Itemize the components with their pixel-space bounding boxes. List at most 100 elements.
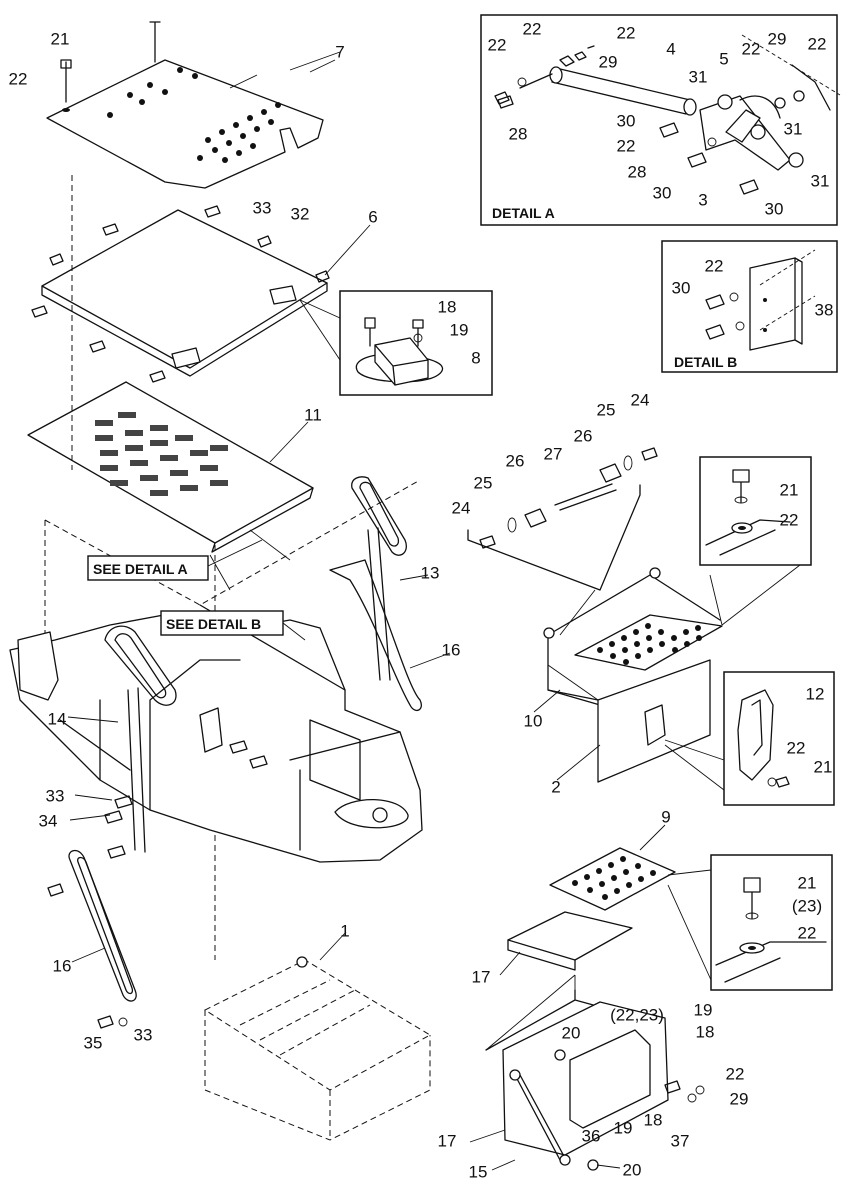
callout-label: 30 xyxy=(672,278,691,297)
callout-label: 34 xyxy=(39,811,58,830)
callout-label: 26 xyxy=(506,451,525,470)
inset-hinge-lower xyxy=(710,854,833,991)
callout-label: 35 xyxy=(84,1033,103,1052)
main-frame xyxy=(9,175,423,960)
callout-label: 31 xyxy=(784,119,803,138)
callout-label: 20 xyxy=(562,1023,581,1042)
callout-label: 15 xyxy=(469,1162,488,1181)
callout-label: 29 xyxy=(599,52,618,71)
callout-label: 19 xyxy=(450,320,469,339)
plate-7-holes xyxy=(107,67,281,163)
inset-item-8 xyxy=(339,290,493,396)
handle-13 xyxy=(351,476,407,681)
panel-9-holes xyxy=(572,856,656,900)
callout-label: 21 xyxy=(51,29,70,48)
inset-item-12 xyxy=(723,671,835,806)
plate-7 xyxy=(46,21,324,189)
callout-label: 21 xyxy=(798,873,817,892)
callout-label: 22 xyxy=(705,256,724,275)
callout-label: 28 xyxy=(628,162,647,181)
callout-label: 22 xyxy=(780,510,799,529)
callout-label: 20 xyxy=(623,1160,642,1179)
callout-label: 3 xyxy=(698,190,707,209)
step-10 xyxy=(543,567,723,706)
callout-label: 14 xyxy=(48,709,67,728)
callout-label: 28 xyxy=(509,124,528,143)
callout-label: 18 xyxy=(644,1110,663,1129)
callout-label: 16 xyxy=(442,640,461,659)
callout-label: 4 xyxy=(666,39,675,58)
see-detail-a-text: SEE DETAIL A xyxy=(93,561,188,577)
rail-16-left xyxy=(47,849,137,1029)
step-10-holes xyxy=(597,623,702,665)
callout-label: 19 xyxy=(694,1000,713,1019)
callout-label: 32 xyxy=(291,204,310,223)
callout-label: 18 xyxy=(438,297,457,316)
callout-label: 33 xyxy=(253,198,272,217)
pin-assembly xyxy=(467,447,658,591)
see-detail-a-label: SEE DETAIL A xyxy=(87,539,263,581)
callout-label: 25 xyxy=(597,400,616,419)
panel-9 xyxy=(549,847,676,911)
callout-label: (23) xyxy=(792,896,822,915)
callout-label: 29 xyxy=(730,1089,749,1108)
callout-label: 24 xyxy=(631,390,650,409)
battery-box-1 xyxy=(203,956,432,1141)
callout-label: 22 xyxy=(523,19,542,38)
callout-label: 30 xyxy=(617,111,636,130)
callout-label: 33 xyxy=(134,1025,153,1044)
callout-label: 25 xyxy=(474,473,493,492)
callout-label: 24 xyxy=(452,498,471,517)
callout-label: 22 xyxy=(742,39,761,58)
callout-label: 21 xyxy=(814,757,833,776)
callout-label: 22 xyxy=(787,738,806,757)
callout-label: 18 xyxy=(696,1022,715,1041)
callout-label: 17 xyxy=(472,967,491,986)
handle-14 xyxy=(104,625,177,859)
rail-16-right xyxy=(329,559,422,712)
callout-label: 22 xyxy=(726,1064,745,1083)
callout-label: 38 xyxy=(815,300,834,319)
callout-label: 13 xyxy=(421,563,440,582)
callout-label: 1 xyxy=(340,921,349,940)
callout-label: (22,23) xyxy=(610,1005,664,1024)
plate-6 xyxy=(31,205,330,383)
detail-a-title: DETAIL A xyxy=(492,205,555,221)
callout-label: 17 xyxy=(438,1131,457,1150)
callout-label: 19 xyxy=(614,1118,633,1137)
callout-label: 22 xyxy=(808,34,827,53)
callout-label: 6 xyxy=(368,207,377,226)
detail-a-panel: DETAIL A xyxy=(480,14,841,226)
see-detail-b-text: SEE DETAIL B xyxy=(166,616,261,632)
callout-label: 8 xyxy=(471,348,480,367)
callout-label: 26 xyxy=(574,426,593,445)
callout-label: 11 xyxy=(304,405,322,424)
callout-label: 5 xyxy=(719,49,728,68)
callout-label: 7 xyxy=(335,42,344,61)
callout-label: 36 xyxy=(582,1126,601,1145)
see-detail-b-label: SEE DETAIL B xyxy=(160,610,306,641)
callout-label: 22 xyxy=(617,136,636,155)
inset-hinge-top xyxy=(699,456,812,566)
detail-b-panel: DETAIL B xyxy=(661,240,838,373)
callout-label: 30 xyxy=(653,183,672,202)
callout-label: 30 xyxy=(765,199,784,218)
callout-label: 12 xyxy=(806,684,825,703)
callout-label: 22 xyxy=(798,923,817,942)
panel-11 xyxy=(27,381,314,553)
detail-b-title: DETAIL B xyxy=(674,354,737,370)
callout-label: 9 xyxy=(661,807,670,826)
callout-label: 2 xyxy=(551,777,560,796)
leader-lines xyxy=(67,51,801,1171)
bracket-2 xyxy=(547,659,711,783)
callout-label: 22 xyxy=(9,69,28,88)
callout-label: 27 xyxy=(544,444,563,463)
callout-label: 10 xyxy=(524,711,543,730)
callout-label: 31 xyxy=(811,171,830,190)
callout-label: 22 xyxy=(617,23,636,42)
door-17-upper xyxy=(507,911,633,971)
callout-label: 22 xyxy=(488,35,507,54)
